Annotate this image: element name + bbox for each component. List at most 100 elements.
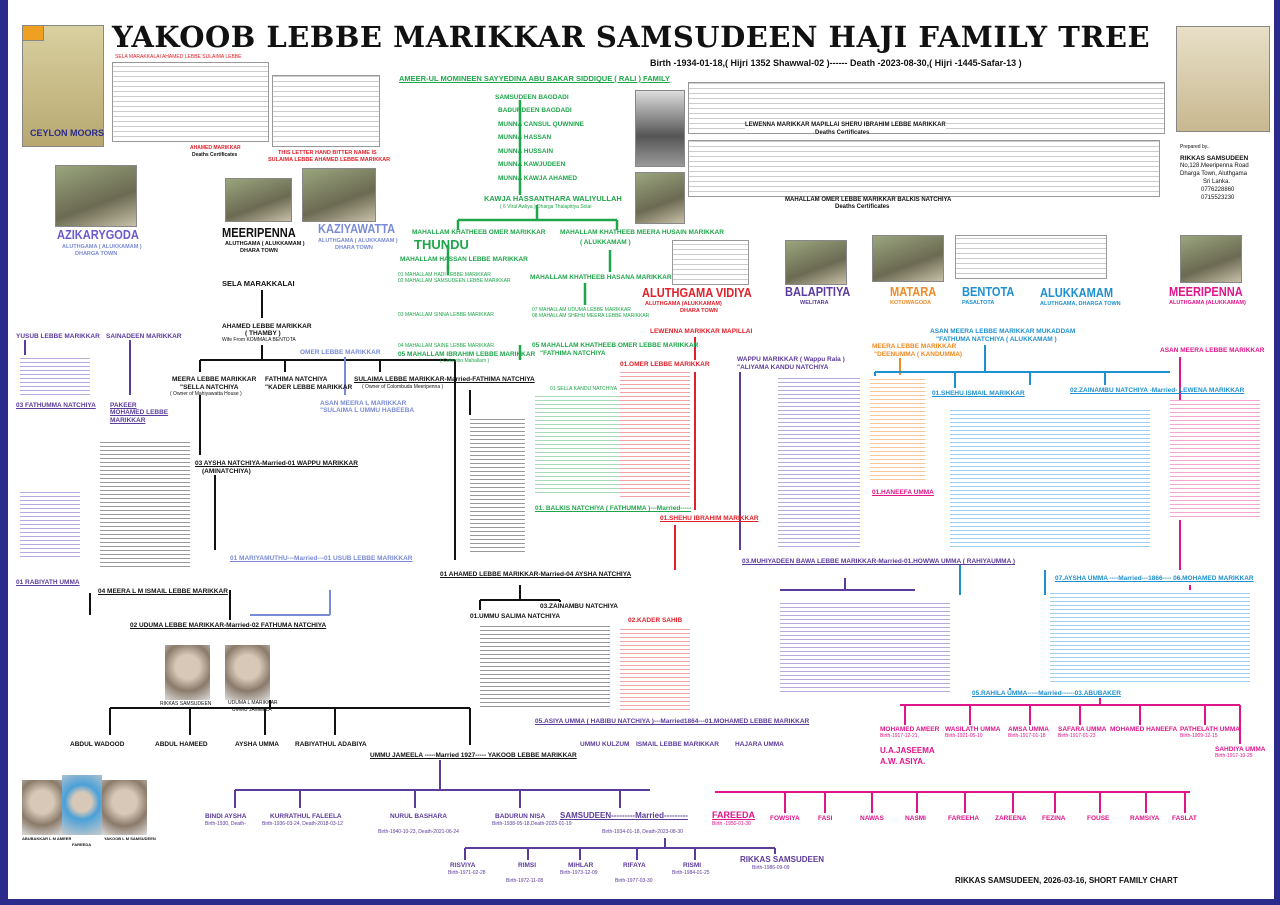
gen3m-nasmi: NASMI [905, 815, 926, 822]
gen3m-ramsiya: RAMSIYA [1130, 815, 1160, 822]
meera-lebbe-deenumma: MEERA LEBBE MARIKKAR [872, 343, 957, 350]
abubakar-photo-label: ABUBAKKAR L M AMEER [22, 836, 72, 841]
uduma-photo [225, 645, 270, 700]
naina-descendants-text [470, 418, 525, 555]
gen2-wasilath: WASILATH UMMA [945, 726, 1001, 733]
place-kaziyawatta-sub2: DHARA TOWN [335, 245, 373, 251]
aliyama: "ALIYAMA KANDU NATCHIYA [737, 364, 829, 371]
green-saine: 04 MAHALLAM SAINE LEBBE MARIKKAR [398, 343, 494, 349]
matara-descendants-text [870, 378, 925, 483]
gen2-pathelath-birth: Birth-1909-12-15 [1180, 733, 1218, 739]
samsudeen-birth: Birth-1934-01-18, Death-2023-08-30 [602, 829, 683, 835]
muhiyadeen-howwa: 03.MUHIYADEEN BAWA LEBBE MARIKKAR-Marrie… [742, 558, 1016, 565]
sela-document [112, 62, 269, 142]
gen4-rimsi: RIMSI [518, 862, 537, 869]
mariyamuthu-usub: 01 MARIYAMUTHU---Married---01 USUB LEBBE… [230, 555, 413, 562]
place-meeripenna: MEERIPENNA [222, 225, 296, 240]
asiya-umma-mohamed: 05.ASIYA UMMA ( HABIBU NATCHIYA )---Marr… [535, 718, 810, 725]
samsudeen-married: SAMSUDEEN---------Married--------- [560, 811, 688, 820]
gen2-wasilath-birth: Birth-1921-05-10 [945, 733, 983, 739]
lineage-3: MUNNA CANSUL QUWNINE [498, 121, 584, 128]
kader-lebbe: "KADER LEBBE MARIKKAR [265, 384, 353, 391]
meeripenna-2-photo [1180, 235, 1242, 283]
rikkas-photo-label: RIKKAS SAMSUDEEN [160, 701, 212, 707]
gen2-sahdiya-birth: Birth-1917-10-25 [1215, 753, 1253, 759]
green-colombo: ( Colombo Mahallam ) [440, 358, 490, 364]
gen2-hajara-umma: HAJARA UMMA [735, 741, 784, 748]
wife-label: Wife From KOMMALA BENTOTA [222, 337, 296, 343]
gen4-rismi-birth: Birth-1984-01-25 [672, 870, 710, 876]
rahila-abubaker: 05.RAHILA UMMA-----Married------03.ABUBA… [972, 690, 1121, 697]
zainambu-natchiya: 03.ZAINAMBU NATCHIYA [540, 603, 619, 610]
omer-red: 01.OMER LEBBE MARIKKAR [620, 361, 710, 368]
place-balapitiya-sub: WELITARA [800, 300, 829, 306]
sri-lanka-flag-icon [22, 25, 44, 41]
ahamed-cert-label: AHAMED MARIKKAR [190, 145, 241, 151]
green-thundu: THUNDU [414, 237, 469, 252]
place-matara-sub: KOTUWAGODA [890, 300, 931, 306]
aminatchiya: (AMINATCHIYA) [202, 468, 251, 475]
fathumma-natchiya: 03 FATHUMMA NATCHIYA [16, 402, 96, 409]
lineage-6: MUNNA KAWJUDEEN [498, 161, 566, 168]
gen2-sahdiya: SAHDIYA UMMA [1215, 746, 1266, 753]
kaziyawatta-photo [302, 168, 376, 222]
fathima-natchiya: FATHIMA NATCHIYA [265, 376, 328, 383]
green-uduma: 07 MAHALLAM UDUMA LEBBE MARIKKAR [532, 307, 631, 313]
meeripenna-descendants-text [1170, 400, 1260, 520]
asan-meera-magenta: ASAN MEERA LEBBE MARIKKAR [1160, 347, 1265, 354]
red-descendants-text-2 [620, 627, 690, 713]
gen3m-fezina: FEZINA [1042, 815, 1066, 822]
kader-sahib: 02.KADER SAHIB [628, 617, 683, 624]
place-azikarygoda: AZIKARYGODA [57, 227, 139, 242]
place-bentota-sub: PASALTOTA [962, 300, 995, 306]
green-ibrahim: 05 MAHALLAM IBRAHIM LEBBE MARIKKAR [398, 351, 536, 358]
gen3-bindi-aysha-birth: Birth-1930, Death- [205, 821, 246, 827]
sri-lanka-map-image [22, 25, 104, 147]
gen3-kurrathul-birth: Birth-1936-03-24, Death-2018-03-12 [262, 821, 343, 827]
ahamed-descendants-text [20, 490, 80, 560]
wappu-marikkar: WAPPU MARIKKAR ( Wappu Rala ) [737, 356, 845, 363]
green-balkis: 01. BALKIS NATCHIYA ( FATHUMMA )---Marri… [535, 505, 692, 512]
fathuma-alukkamam: "FATHUMA NATCHIYA ( ALUKKAMAM ) [936, 336, 1057, 343]
meera-lebbe: MEERA LEBBE MARIKKAR [172, 376, 257, 383]
place-meeripenna-sub2: DHARA TOWN [240, 248, 278, 254]
lineage-1: SAMSUDEEN BAGDADI [495, 94, 569, 101]
gen3-nurul: NURUL BASHARA [390, 813, 447, 820]
gen3-badurun-birth: Birth-1938-05-18,Death-2023-01-19 [492, 821, 572, 827]
thamby-label: ( THAMBY ) [245, 330, 281, 337]
gen3-nurul-birth: Birth-1940-10-23, Death-2021-06-24 [378, 829, 459, 835]
aysha-descendants-text [1050, 590, 1250, 685]
sainadeen: SAINADEEN MARIKKAR [106, 333, 182, 340]
yusub-lebbe: YUSUB LEBBE MARIKKAR [16, 333, 100, 340]
deenumma: "DEENUMMA ( KANDUMMA) [874, 351, 963, 358]
gen4-rimsi-birth: Birth-1972-11-08 [506, 878, 544, 884]
gen4-mihlar: MIHLAR [568, 862, 594, 869]
omer-lebbe: OMER LEBBE MARIKKAR [300, 349, 381, 356]
green-descendants-text [535, 396, 620, 496]
preparer-address-1: No,128.Meeripenna Road [1180, 163, 1249, 169]
alukkamam-descendants-text [950, 410, 1150, 550]
green-shehu: 08 MAHALLAM SHEHU MEERA LEBBE MARIKKAR [532, 313, 650, 319]
birth-death-dates: Birth -1934-01-18,( Hijri 1352 Shawwal-0… [650, 58, 1022, 68]
yakoob-photo [102, 780, 147, 835]
gen2-abdul-hameed: ABDUL HAMEED [155, 741, 208, 748]
gen2-jaseema: U.A.JASEEMA [880, 746, 935, 755]
green-meera: MAHALLAM KHATHEEB MEERA HUSAIN MARIKKAR [560, 229, 724, 236]
wappu-descendants-text [778, 375, 860, 550]
place-matara: MATARA [890, 284, 937, 299]
meeripenna-photo [225, 178, 292, 222]
gen3m-faslat: FASLAT [1172, 815, 1197, 822]
shehu-ismail: 01.SHEHU ISMAIL MARIKKAR [932, 390, 1025, 397]
jameela-photo-label: UMMU JAMEELA [232, 707, 272, 713]
gen2-mohamed-ameer-birth: Birth-1917-12-21, [880, 733, 919, 739]
muhiyadeen-descendants-text [780, 600, 950, 695]
place-bentota: BENTOTA [962, 284, 1015, 299]
place-alukkamam: ALUKKAMAM [1040, 285, 1114, 300]
gen3m-fowsiya: FOWSIYA [770, 815, 800, 822]
gen2-rabiyathul: RABIYATHUL ADABIYA [295, 741, 367, 748]
gen3m-nawas: NAWAS [860, 815, 884, 822]
azikarygoda-photo [55, 165, 137, 227]
gen4-risviya: RISVIYA [450, 862, 476, 869]
green-sinna: 03 MAHALLAM SINNA LEBBE MARIKKAR [398, 312, 494, 318]
preparer-name: RIKKAS SAMSUDEEN [1180, 155, 1249, 162]
